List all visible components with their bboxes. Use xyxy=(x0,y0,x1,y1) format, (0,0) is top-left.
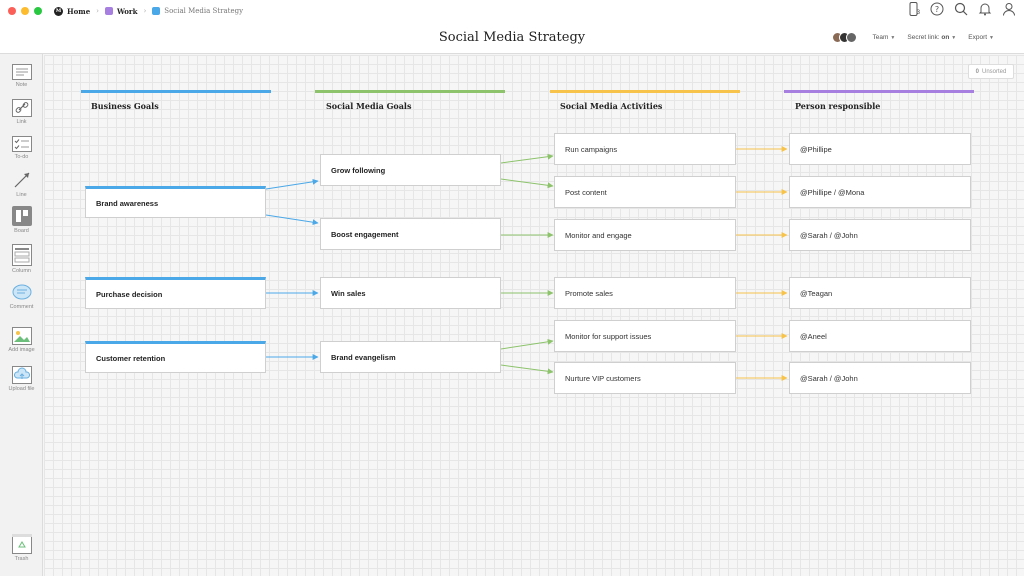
milanote-logo-icon: M xyxy=(54,6,63,16)
page-title[interactable]: Social Media Strategy xyxy=(438,30,586,45)
image-icon xyxy=(11,327,32,345)
tool-trash[interactable]: Trash xyxy=(0,534,43,562)
minimize-window-button[interactable] xyxy=(21,7,29,15)
bell-icon[interactable] xyxy=(978,2,992,16)
board-color-icon xyxy=(152,7,161,15)
arrow-brand-awareness-to-boost-engagement[interactable] xyxy=(265,214,319,226)
card-run-campaigns[interactable]: Run campaigns xyxy=(554,133,736,165)
card-person-aneel[interactable]: @Aneel xyxy=(789,320,971,352)
trash-icon xyxy=(11,534,32,554)
board-canvas[interactable]: 0 Unsorted Business Goals Social Media G… xyxy=(44,55,1024,576)
board-header: Social Media Strategy Team▼ Secret link:… xyxy=(0,22,1024,54)
card-brand-evangelism[interactable]: Brand evangelism xyxy=(320,341,501,373)
comment-icon xyxy=(12,284,31,300)
secret-link-dropdown[interactable]: Secret link: on▼ xyxy=(907,34,957,41)
card-person-teagan[interactable]: @Teagan xyxy=(789,277,971,309)
column-title-social-media-activities[interactable]: Social Media Activities xyxy=(560,101,663,111)
tool-upload-file[interactable]: Upload file xyxy=(0,366,43,392)
arrow-brand-evangelism-to-nurture-vip[interactable] xyxy=(500,364,554,375)
export-dropdown[interactable]: Export▼ xyxy=(968,34,994,41)
breadcrumb-current[interactable]: Social Media Strategy xyxy=(152,7,243,15)
card-person-sarah-john[interactable]: @Sarah / @John xyxy=(789,219,971,251)
left-toolbar: Note Link To-do Line Board Column Commen… xyxy=(0,54,43,576)
caret-down-icon: ▼ xyxy=(989,35,994,41)
board-icon xyxy=(11,206,32,226)
card-nurture-vip-customers[interactable]: Nurture VIP customers xyxy=(554,362,736,394)
card-post-content[interactable]: Post content xyxy=(554,176,736,208)
maximize-window-button[interactable] xyxy=(34,7,42,15)
window-controls xyxy=(8,7,42,15)
phone-icon xyxy=(909,2,918,16)
column-bar-person-responsible xyxy=(784,90,974,93)
card-customer-retention[interactable]: Customer retention xyxy=(85,341,266,373)
todo-icon xyxy=(11,136,32,152)
collaborator-avatars[interactable] xyxy=(831,32,857,43)
column-bar-social-media-goals xyxy=(315,90,505,93)
breadcrumb-work[interactable]: Work xyxy=(104,7,137,16)
search-icon[interactable] xyxy=(954,2,968,16)
column-icon xyxy=(11,244,32,266)
card-person-sarah-john-2[interactable]: @Sarah / @John xyxy=(789,362,971,394)
breadcrumb-home[interactable]: M Home xyxy=(54,6,91,16)
column-bar-business-goals xyxy=(81,90,271,93)
column-title-person-responsible[interactable]: Person responsible xyxy=(795,101,881,111)
tool-board[interactable]: Board xyxy=(0,206,43,234)
card-person-phillipe[interactable]: @Phillipe xyxy=(789,133,971,165)
window-topbar: M Home › Work › Social Media Strategy 3 … xyxy=(0,0,1024,22)
tool-link[interactable]: Link xyxy=(0,99,43,125)
avatar xyxy=(845,32,857,43)
column-title-business-goals[interactable]: Business Goals xyxy=(91,101,159,111)
card-boost-engagement[interactable]: Boost engagement xyxy=(320,218,501,250)
link-icon xyxy=(11,99,32,117)
arrow-grow-following-to-run-campaigns[interactable] xyxy=(500,153,554,164)
tool-todo[interactable]: To-do xyxy=(0,136,43,160)
chevron-right-icon: › xyxy=(143,7,147,15)
header-actions: Team▼ Secret link: on▼ Export▼ xyxy=(831,32,994,43)
caret-down-icon: ▼ xyxy=(951,35,957,41)
card-person-phillipe-mona[interactable]: @Phillipe / @Mona xyxy=(789,176,971,208)
close-window-button[interactable] xyxy=(8,7,16,15)
tool-add-image[interactable]: Add image xyxy=(0,327,43,353)
unsorted-button[interactable]: 0 Unsorted xyxy=(968,64,1014,79)
column-bar-social-media-activities xyxy=(550,90,740,93)
note-icon xyxy=(11,64,32,80)
arrow-brand-awareness-to-grow-following[interactable] xyxy=(265,178,319,190)
card-purchase-decision[interactable]: Purchase decision xyxy=(85,277,266,309)
card-monitor-and-engage[interactable]: Monitor and engage xyxy=(554,219,736,251)
tool-comment[interactable]: Comment xyxy=(0,284,43,310)
devices-button[interactable]: 3 xyxy=(909,2,920,16)
chevron-right-icon: › xyxy=(96,7,99,15)
tool-column[interactable]: Column xyxy=(0,244,43,274)
help-icon[interactable]: ? xyxy=(930,2,944,16)
arrow-brand-evangelism-to-monitor-support[interactable] xyxy=(500,338,554,350)
arrow-grow-following-to-post-content[interactable] xyxy=(500,178,554,189)
line-icon xyxy=(14,172,29,188)
upload-icon xyxy=(11,366,32,384)
team-dropdown[interactable]: Team▼ xyxy=(872,34,896,41)
top-icons: 3 ? xyxy=(909,2,1016,16)
column-title-social-media-goals[interactable]: Social Media Goals xyxy=(326,101,412,111)
card-brand-awareness[interactable]: Brand awareness xyxy=(85,186,266,218)
card-grow-following[interactable]: Grow following xyxy=(320,154,501,186)
caret-down-icon: ▼ xyxy=(890,35,896,41)
tool-line[interactable]: Line xyxy=(0,170,43,198)
board-color-icon xyxy=(104,7,113,15)
card-promote-sales[interactable]: Promote sales xyxy=(554,277,736,309)
card-win-sales[interactable]: Win sales xyxy=(320,277,501,309)
tool-note[interactable]: Note xyxy=(0,64,43,88)
connector-arrows xyxy=(265,146,788,381)
card-monitor-support-issues[interactable]: Monitor for support issues xyxy=(554,320,736,352)
user-icon[interactable] xyxy=(1002,2,1016,16)
svg-text:?: ? xyxy=(935,5,939,14)
breadcrumb: M Home › Work › Social Media Strategy xyxy=(54,6,243,16)
